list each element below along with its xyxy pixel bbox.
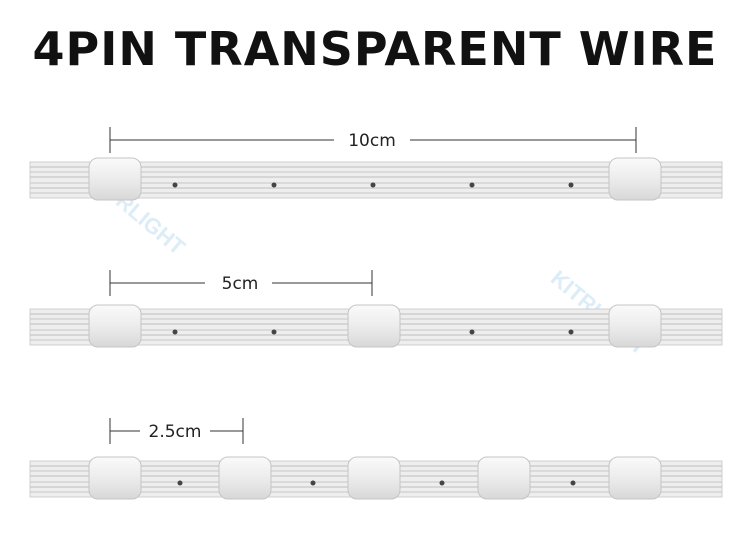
bead xyxy=(88,456,142,500)
bead xyxy=(88,157,142,201)
bead xyxy=(608,456,662,500)
spacing-label: 10cm xyxy=(348,131,396,151)
bead xyxy=(88,304,142,348)
bead xyxy=(608,157,662,201)
spacing-label: 2.5cm xyxy=(149,422,202,442)
bead xyxy=(218,456,272,500)
bead xyxy=(347,304,401,348)
wire-strip-2-5cm: 2.5cm xyxy=(29,418,723,500)
bead xyxy=(477,456,531,500)
wire-strip-5cm: 5cm xyxy=(29,270,723,348)
bead xyxy=(608,304,662,348)
page-title: 4PIN TRANSPARENT WIRE xyxy=(32,22,718,76)
spacing-label: 5cm xyxy=(222,274,259,294)
wire-strip-10cm: 10cm xyxy=(29,127,723,201)
bead xyxy=(347,456,401,500)
